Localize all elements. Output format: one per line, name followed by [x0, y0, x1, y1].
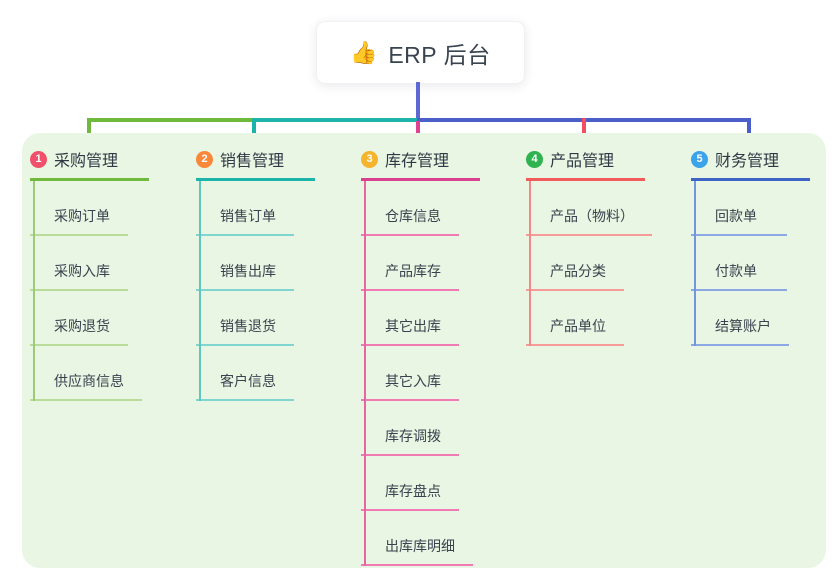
mindmap-container [22, 133, 826, 568]
branch-label: 销售管理 [220, 153, 285, 170]
node-supplier-info[interactable]: 供应商信息 [30, 346, 142, 401]
branch-heading-sales[interactable]: 2 销售管理 [196, 144, 315, 181]
root-stem-line [416, 82, 420, 120]
branch-inventory: 3 库存管理 仓库信息 产品库存 其它出库 其它入库 库存调拨 库存盘点 出库库… [361, 144, 519, 566]
node-outbound-detail[interactable]: 出库库明细 [361, 511, 473, 566]
node-stock-taking[interactable]: 库存盘点 [361, 456, 459, 511]
node-sales-outbound[interactable]: 销售出库 [196, 236, 294, 291]
branch-product: 4 产品管理 产品（物料） 产品分类 产品单位 [526, 144, 684, 346]
node-other-inbound[interactable]: 其它入库 [361, 346, 459, 401]
branch-drop-line-4 [582, 118, 586, 147]
node-purchase-order[interactable]: 采购订单 [30, 181, 128, 236]
branch-drop-line-5 [747, 118, 751, 147]
node-stock-transfer[interactable]: 库存调拨 [361, 401, 459, 456]
badge-1: 1 [30, 150, 47, 168]
node-purchase-inbound[interactable]: 采购入库 [30, 236, 128, 291]
badge-4: 4 [526, 150, 543, 168]
branch-label: 采购管理 [54, 153, 119, 170]
node-other-outbound[interactable]: 其它出库 [361, 291, 459, 346]
badge-2: 2 [196, 150, 213, 168]
branch-items: 采购订单 采购入库 采购退货 供应商信息 [30, 181, 188, 401]
branch-items: 回款单 付款单 结算账户 [691, 181, 839, 346]
branch-drop-line-1 [87, 118, 91, 147]
node-product-unit[interactable]: 产品单位 [526, 291, 624, 346]
node-payment-order[interactable]: 付款单 [691, 236, 787, 291]
branch-finance: 5 财务管理 回款单 付款单 结算账户 [691, 144, 839, 346]
root-node-label: ERP 后台 [388, 41, 491, 68]
node-receipt-order[interactable]: 回款单 [691, 181, 787, 236]
node-sales-return[interactable]: 销售退货 [196, 291, 294, 346]
branch-items: 销售订单 销售出库 销售退货 客户信息 [196, 181, 354, 401]
branch-label: 库存管理 [385, 153, 450, 170]
branch-items: 仓库信息 产品库存 其它出库 其它入库 库存调拨 库存盘点 出库库明细 [361, 181, 519, 566]
branch-purchase: 1 采购管理 采购订单 采购入库 采购退货 供应商信息 [30, 144, 188, 401]
rail-line-mid [252, 118, 420, 122]
branch-heading-purchase[interactable]: 1 采购管理 [30, 144, 149, 181]
branch-label: 产品管理 [550, 153, 615, 170]
node-product-material[interactable]: 产品（物料） [526, 181, 652, 236]
badge-5: 5 [691, 150, 708, 168]
branch-drop-line-2 [252, 118, 256, 147]
thumbs-up-icon: 👍 [350, 39, 379, 65]
node-product-stock[interactable]: 产品库存 [361, 236, 459, 291]
node-purchase-return[interactable]: 采购退货 [30, 291, 128, 346]
branch-sales: 2 销售管理 销售订单 销售出库 销售退货 客户信息 [196, 144, 354, 401]
node-settlement-account[interactable]: 结算账户 [691, 291, 789, 346]
badge-3: 3 [361, 150, 378, 168]
node-sales-order[interactable]: 销售订单 [196, 181, 294, 236]
branch-heading-finance[interactable]: 5 财务管理 [691, 144, 810, 181]
branch-heading-product[interactable]: 4 产品管理 [526, 144, 645, 181]
branch-label: 财务管理 [715, 153, 780, 170]
node-warehouse-info[interactable]: 仓库信息 [361, 181, 459, 236]
root-node[interactable]: 👍 ERP 后台 [316, 21, 525, 84]
node-customer-info[interactable]: 客户信息 [196, 346, 294, 401]
branch-items: 产品（物料） 产品分类 产品单位 [526, 181, 684, 346]
rail-line-left [87, 118, 254, 122]
node-product-category[interactable]: 产品分类 [526, 236, 624, 291]
branch-heading-inventory[interactable]: 3 库存管理 [361, 144, 480, 181]
